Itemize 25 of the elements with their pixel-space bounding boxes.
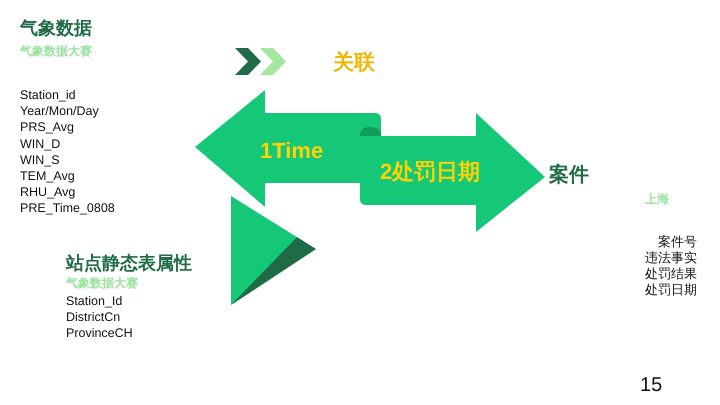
field-name: RHU_Avg (20, 185, 76, 200)
subheading: 上海 (645, 192, 669, 206)
field-name: 处罚日期 (645, 282, 697, 298)
arrow-label: 2处罚日期 (380, 159, 480, 186)
target-label: 案件 (549, 163, 589, 187)
field-name: DistrictCn (66, 310, 120, 325)
field-name: WIN_D (20, 136, 60, 152)
subheading: 气象数据大赛 (66, 276, 138, 290)
field-name: PRS_Avg (20, 120, 74, 136)
field-name: 案件号 (658, 234, 697, 250)
field-name: TEM_Avg (20, 169, 75, 184)
field-name: PRE_Time_0808 (20, 201, 115, 216)
field-name: 违法事实 (645, 250, 697, 266)
relation-title: 关联 (333, 50, 375, 76)
field-name: ProvinceCH (66, 326, 133, 341)
page-number: 15 (640, 373, 662, 397)
section-heading: 气象数据 (20, 18, 92, 40)
field-name: Year/Mon/Day (20, 104, 99, 120)
field-name: 处罚结果 (645, 266, 697, 282)
field-name: WIN_S (20, 152, 60, 168)
field-name: Station_id (20, 88, 76, 103)
section-heading: 站点静态表属性 (66, 253, 192, 275)
subheading: 气象数据大赛 (20, 44, 92, 58)
field-name: Station_Id (66, 294, 122, 309)
arrow-label: 1Time (260, 138, 324, 164)
